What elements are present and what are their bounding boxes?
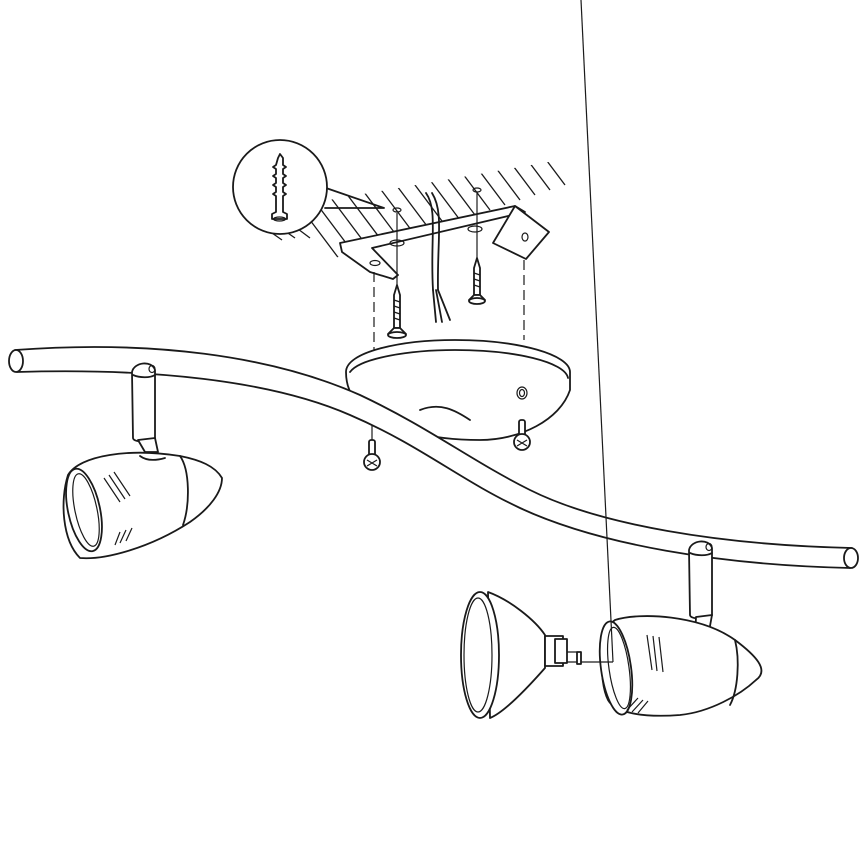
mount-screw-left (387, 284, 407, 339)
spotlight-right (598, 540, 763, 717)
curved-bar (8, 346, 859, 569)
gu10-bulb (460, 0, 614, 719)
ceiling-hole-right (472, 187, 482, 193)
wall-plug-detail (232, 139, 385, 235)
canopy-screw-right (513, 419, 531, 451)
wall-plug-icon (271, 153, 288, 222)
mount-screw-right (468, 257, 486, 305)
ceiling-hole-left (392, 207, 402, 213)
mounting-bracket (339, 205, 550, 280)
canopy-screw-left (363, 439, 381, 471)
power-cable (425, 192, 451, 323)
spotlight-left (62, 362, 223, 560)
